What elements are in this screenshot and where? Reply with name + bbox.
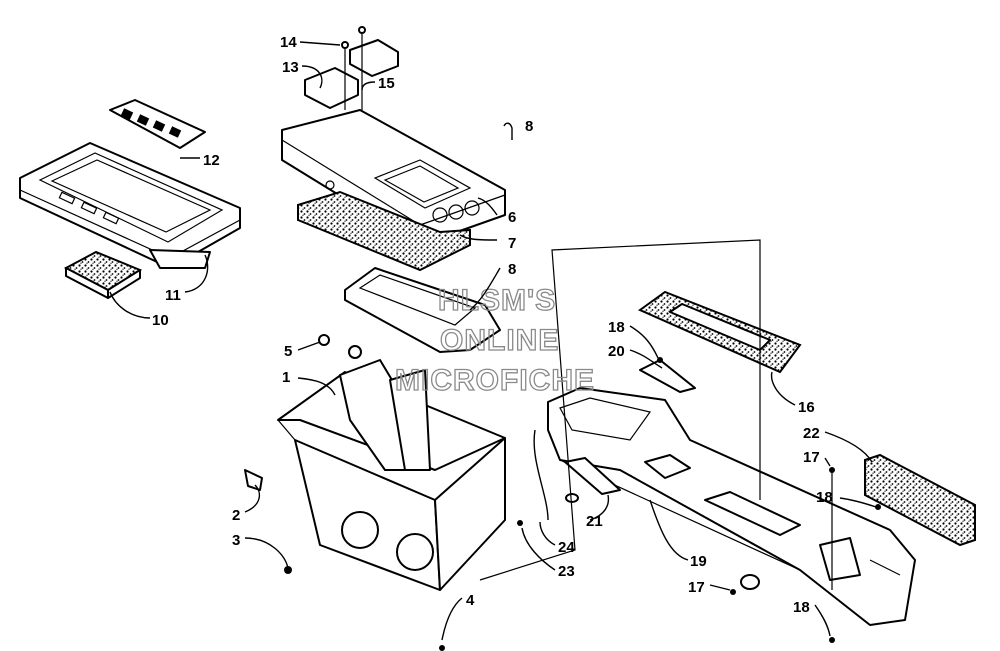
callout-18-top: 18: [608, 319, 625, 336]
callout-20: 20: [608, 343, 625, 360]
leader-lines: [109, 41, 877, 641]
callout-19: 19: [690, 553, 707, 570]
callout-3: 3: [232, 532, 240, 549]
callout-7: 7: [508, 235, 516, 252]
callout-15: 15: [378, 75, 395, 92]
callout-13: 13: [282, 59, 299, 76]
callout-21: 21: [586, 513, 603, 530]
gasket-16: [637, 290, 802, 374]
callout-12: 12: [203, 152, 220, 169]
cable-20-21-24: [533, 359, 696, 521]
callout-24: 24: [558, 539, 575, 556]
console-box-1: [277, 345, 506, 591]
callout-14: 14: [280, 34, 297, 51]
assembly-lines: [479, 239, 761, 581]
foam-pad-10: [63, 250, 143, 299]
callout-18-bottom: 18: [793, 599, 810, 616]
callout-18-right: 18: [816, 489, 833, 506]
callout-8-lid: 8: [508, 261, 516, 278]
callout-2: 2: [232, 507, 240, 524]
callout-8-top: 8: [525, 118, 533, 135]
side-console-19: [547, 387, 916, 626]
callouts: 1 2 3 4 5 6 7 8 8 10 11 12 13 14 15 16 1…: [152, 34, 833, 616]
hardware-small: [244, 334, 445, 651]
callout-16: 16: [798, 399, 815, 416]
callout-23: 23: [558, 563, 575, 580]
callout-11: 11: [165, 287, 181, 304]
hardware-right: [517, 357, 881, 643]
foam-pad-7: [297, 190, 471, 272]
callout-1: 1: [282, 369, 290, 386]
callout-5: 5: [284, 343, 292, 360]
callout-17-top: 17: [803, 449, 820, 466]
callout-4: 4: [466, 592, 475, 609]
instrument-panel-11: [19, 142, 241, 269]
watermark-line3: MICROFICHE: [395, 364, 595, 397]
callout-22: 22: [803, 425, 820, 442]
callout-10: 10: [152, 312, 169, 329]
foam-pad-22: [864, 453, 976, 547]
decal-12: [109, 99, 206, 149]
brackets-13-14-15: [304, 26, 399, 140]
watermark-line1: HLSM'S: [438, 284, 556, 317]
watermark: HLSM'S ONLINE MICROFICHE: [394, 283, 595, 397]
callout-17-bottom: 17: [688, 579, 705, 596]
watermark-line2: ONLINE: [440, 324, 559, 357]
callout-6: 6: [508, 209, 516, 226]
storage-tray-6: [281, 109, 506, 246]
lid-8: [344, 267, 501, 353]
